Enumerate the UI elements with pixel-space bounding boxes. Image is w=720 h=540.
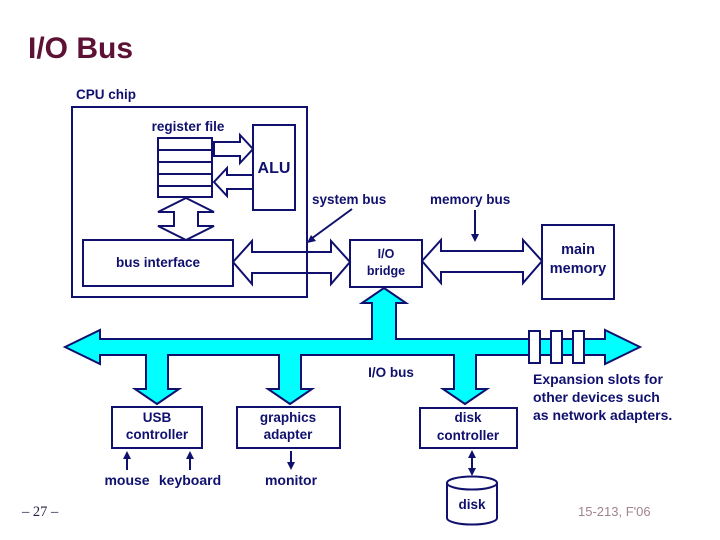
usb-controller-box <box>111 406 203 449</box>
disk-controller-label-line2: controller <box>437 428 500 443</box>
cpu-chip-box <box>71 106 308 298</box>
expansion-slot <box>550 330 563 364</box>
register-file-box <box>157 137 213 198</box>
expansion-note-line3: as network adapters. <box>533 407 672 423</box>
page-title: I/O Bus <box>28 32 133 65</box>
expansion-slot <box>528 330 541 364</box>
keyboard-label: keyboard <box>159 472 221 488</box>
alu-label: ALU <box>258 160 291 177</box>
disk-arrowhead-up-icon <box>468 450 476 458</box>
system-bus-arrow <box>231 238 352 287</box>
io-bridge-label-line1: I/O <box>378 247 395 261</box>
io-bus-arrow <box>62 286 643 406</box>
usb-controller-label-line2: controller <box>126 427 189 442</box>
memory-bus-pointer-arrowhead-icon <box>471 234 479 242</box>
usb-controller-label-line1: USB <box>143 410 172 425</box>
mouse-arrowhead-icon <box>123 451 131 459</box>
system-bus-label: system bus <box>312 192 386 207</box>
expansion-note-line1: Expansion slots for <box>533 371 663 387</box>
alu-to-regfile-arrow <box>212 165 254 199</box>
cpu-chip-label: CPU chip <box>76 87 136 102</box>
register-file-label: register file <box>152 119 225 134</box>
main-memory-label-line1: main <box>561 242 595 258</box>
expansion-slot <box>572 330 585 364</box>
graphics-adapter-box <box>236 406 341 449</box>
regfile-to-alu-arrow <box>213 132 255 166</box>
disk-arrowhead-down-icon <box>468 468 476 476</box>
register-file-stack <box>157 137 213 198</box>
bus-interface-label: bus interface <box>116 255 201 270</box>
disk-cylinder-top <box>446 475 498 491</box>
disk-label: disk <box>458 497 486 512</box>
io-bus-label: I/O bus <box>368 365 414 380</box>
monitor-arrowhead-icon <box>287 462 295 470</box>
alu-box <box>252 124 296 211</box>
course-footer: 15-213, F'06 <box>578 504 651 519</box>
system-bus-pointer-line <box>310 208 353 240</box>
disk-controller-box <box>419 407 518 449</box>
regfile-businterface-arrow <box>157 196 215 242</box>
mouse-label: mouse <box>104 472 149 488</box>
io-bridge-box <box>349 239 423 288</box>
main-memory-label-line2: memory <box>550 261 606 277</box>
memory-bus-label: memory bus <box>430 192 510 207</box>
page-number: – 27 – <box>21 504 59 520</box>
graphics-adapter-label-line2: adapter <box>264 427 314 442</box>
graphics-adapter-label-line1: graphics <box>260 410 316 425</box>
main-memory-box <box>541 224 615 300</box>
monitor-label: monitor <box>265 472 318 488</box>
io-bridge-label-line2: bridge <box>367 264 405 278</box>
disk-cylinder-body <box>446 483 498 526</box>
expansion-note-line2: other devices such <box>533 389 660 405</box>
memory-bus-arrow <box>420 237 544 286</box>
system-bus-pointer-arrowhead-icon <box>307 235 316 243</box>
disk-controller-label-line1: disk <box>454 410 482 425</box>
keyboard-arrowhead-icon <box>186 451 194 459</box>
